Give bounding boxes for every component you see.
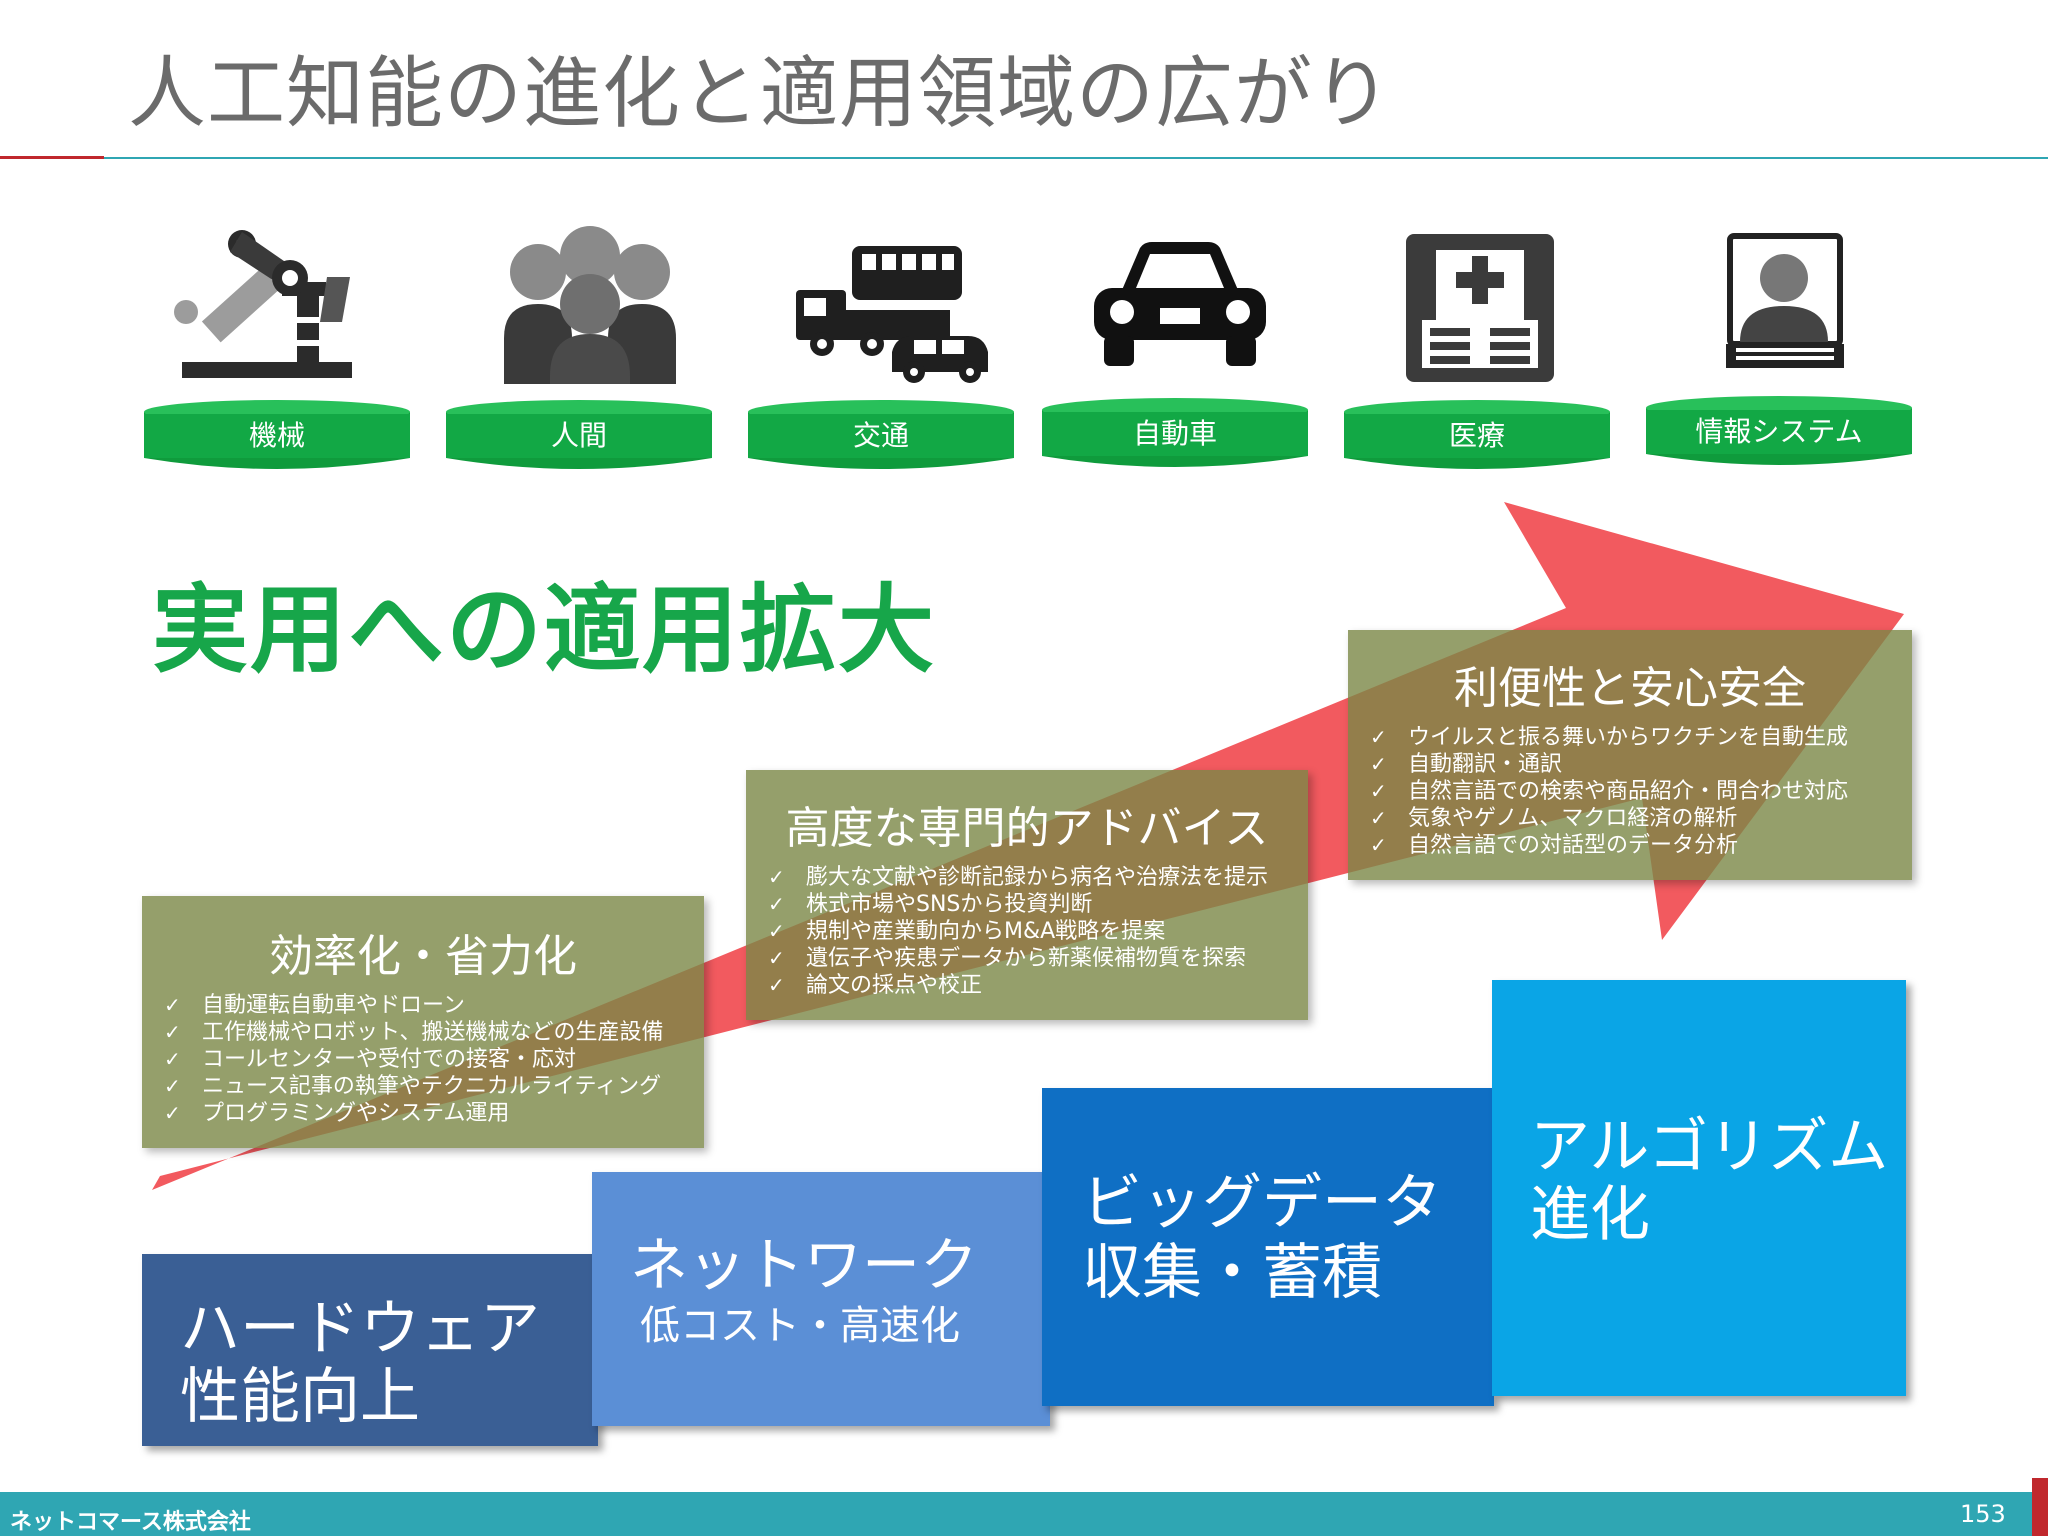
footer-bar — [0, 1492, 2048, 1536]
panel-item: コールセンターや受付での接客・応対 — [164, 1046, 704, 1073]
title-rule-accent — [0, 156, 104, 159]
panel-item: 遺伝子や疾患データから新薬候補物質を探索 — [768, 945, 1308, 972]
domain-label: 人間 — [550, 419, 607, 452]
panel-item: 自動運転自動車やドローン — [164, 992, 704, 1019]
panel-item: ニュース記事の執筆やテクニカルライティング — [164, 1073, 704, 1100]
headline: 実用への適用拡大 — [152, 574, 936, 686]
panel-item: 論文の採点や校正 — [768, 972, 1308, 999]
step-subtitle: 進化 — [1530, 1180, 1650, 1250]
step-bigdata: ビッグデータ 収集・蓄積 — [1042, 1088, 1494, 1406]
domain-label: 医療 — [1448, 419, 1505, 452]
domain-label: 自動車 — [1132, 417, 1217, 450]
slide-title: 人工知能の進化と適用領域の広がり — [128, 49, 1393, 139]
panel-expert-advice: 高度な専門的アドバイス 膨大な文献や診断記録から病名や治療法を提示 株式市場やS… — [746, 770, 1308, 1020]
domain-human: 人間 — [444, 396, 714, 474]
footer-company: ネットコマース株式会社 — [10, 1510, 251, 1535]
step-algorithm: アルゴリズム 進化 — [1492, 980, 1906, 1396]
domain-disk-shape — [446, 400, 712, 469]
traffic-vehicles-icon — [796, 246, 988, 383]
panel-title: 高度な専門的アドバイス — [785, 803, 1269, 854]
domain-label: 情報システム — [1695, 415, 1863, 448]
domain-traffic: 交通 — [746, 396, 1016, 474]
computer-user-icon — [1726, 233, 1844, 368]
hospital-icon — [1406, 234, 1554, 382]
step-hardware: ハードウェア 性能向上 — [142, 1254, 598, 1446]
domain-disk-shape — [1646, 396, 1912, 465]
domain-label: 交通 — [852, 419, 909, 452]
panel-item: 自然言語での検索や商品紹介・問合わせ対応 — [1370, 778, 1912, 805]
domain-info-systems: 情報システム — [1644, 392, 1914, 470]
domain-disk-shape — [748, 400, 1014, 469]
robot-arm-icon — [174, 230, 352, 378]
domain-disk-shape — [1344, 400, 1610, 469]
step-title: ビッグデータ — [1082, 1168, 1442, 1238]
step-subtitle: 性能向上 — [180, 1362, 420, 1432]
footer-accent — [2032, 1478, 2048, 1536]
step-title: アルゴリズム — [1530, 1112, 1889, 1182]
domain-machine: 機械 — [142, 396, 412, 474]
panel-efficiency: 効率化・省力化 自動運転自動車やドローン 工作機械やロボット、搬送機械などの生産… — [142, 896, 704, 1148]
step-title: ハードウェア — [180, 1294, 540, 1364]
domain-medical: 医療 — [1342, 396, 1612, 474]
panel-item: ウイルスと振る舞いからワクチンを自動生成 — [1370, 724, 1912, 751]
panel-title: 利便性と安心安全 — [1454, 663, 1806, 714]
step-subtitle: 収集・蓄積 — [1082, 1238, 1382, 1308]
panel-item: 膨大な文献や診断記録から病名や治療法を提示 — [768, 864, 1308, 891]
step-network: ネットワーク 低コスト・高速化 — [592, 1172, 1050, 1426]
step-subtitle: 低コスト・高速化 — [640, 1303, 960, 1349]
domain-automobile: 自動車 — [1040, 394, 1310, 472]
panel-item: 規制や産業動向からM&A戦略を提案 — [768, 918, 1308, 945]
panel-title: 効率化・省力化 — [269, 931, 577, 982]
people-icon — [504, 226, 676, 384]
panel-item: 自然言語での対話型のデータ分析 — [1370, 832, 1912, 859]
car-icon — [1094, 242, 1266, 366]
panel-item: 自動翻訳・通訳 — [1370, 751, 1912, 778]
title-rule — [104, 157, 2048, 159]
page-number: 153 — [1960, 1500, 2006, 1528]
panel-convenience-safety: 利便性と安心安全 ウイルスと振る舞いからワクチンを自動生成 自動翻訳・通訳 自然… — [1348, 630, 1912, 880]
domain-label: 機械 — [248, 419, 305, 452]
step-title: ネットワーク — [630, 1231, 979, 1299]
panel-item: 気象やゲノム、マクロ経済の解析 — [1370, 805, 1912, 832]
domain-disk-shape — [1042, 398, 1308, 467]
domain-disk-shape — [144, 400, 410, 469]
panel-item: 株式市場やSNSから投資判断 — [768, 891, 1308, 918]
panel-item: プログラミングやシステム運用 — [164, 1100, 704, 1127]
panel-item: 工作機械やロボット、搬送機械などの生産設備 — [164, 1019, 704, 1046]
